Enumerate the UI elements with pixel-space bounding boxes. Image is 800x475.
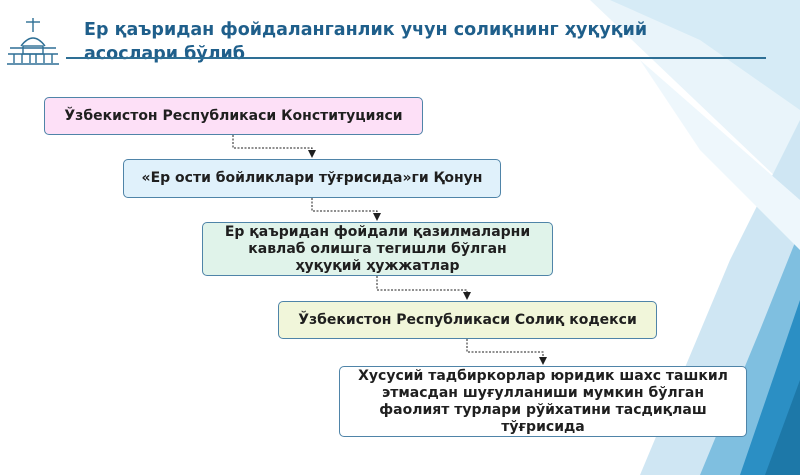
box-subsoil-law: «Ер ости бойликлари тўғрисида»ги Қонун [123,159,501,198]
box-constitution-label: Ўзбекистон Республикаси Конституцияси [64,107,403,124]
slide-title: Ер қаъридан фойдаланганлик учун солиқнин… [84,20,648,64]
box-constitution: Ўзбекистон Республикаси Конституцияси [44,97,423,135]
box-legal-documents: Ер қаъридан фойдали қазилмаларни кавлаб … [202,222,553,276]
box-activity-list-label: Хусусий тадбиркорлар юридик шахс ташкил … [358,367,728,435]
bg-facet-6 [765,380,800,475]
box-activity-list: Хусусий тадбиркорлар юридик шахс ташкил … [339,366,747,437]
box-subsoil-law-label: «Ер ости бойликлари тўғрисида»ги Қонун [141,170,483,186]
bg-facet-7 [640,60,800,250]
title-underline [66,57,766,59]
box-tax-code: Ўзбекистон Республикаси Солиқ кодекси [278,301,657,339]
box-legal-documents-label: Ер қаъридан фойдали қазилмаларни кавлаб … [224,223,531,274]
bg-facet-2 [610,0,800,110]
government-building-icon [7,18,59,65]
box-tax-code-label: Ўзбекистон Республикаси Солиқ кодекси [298,311,637,328]
